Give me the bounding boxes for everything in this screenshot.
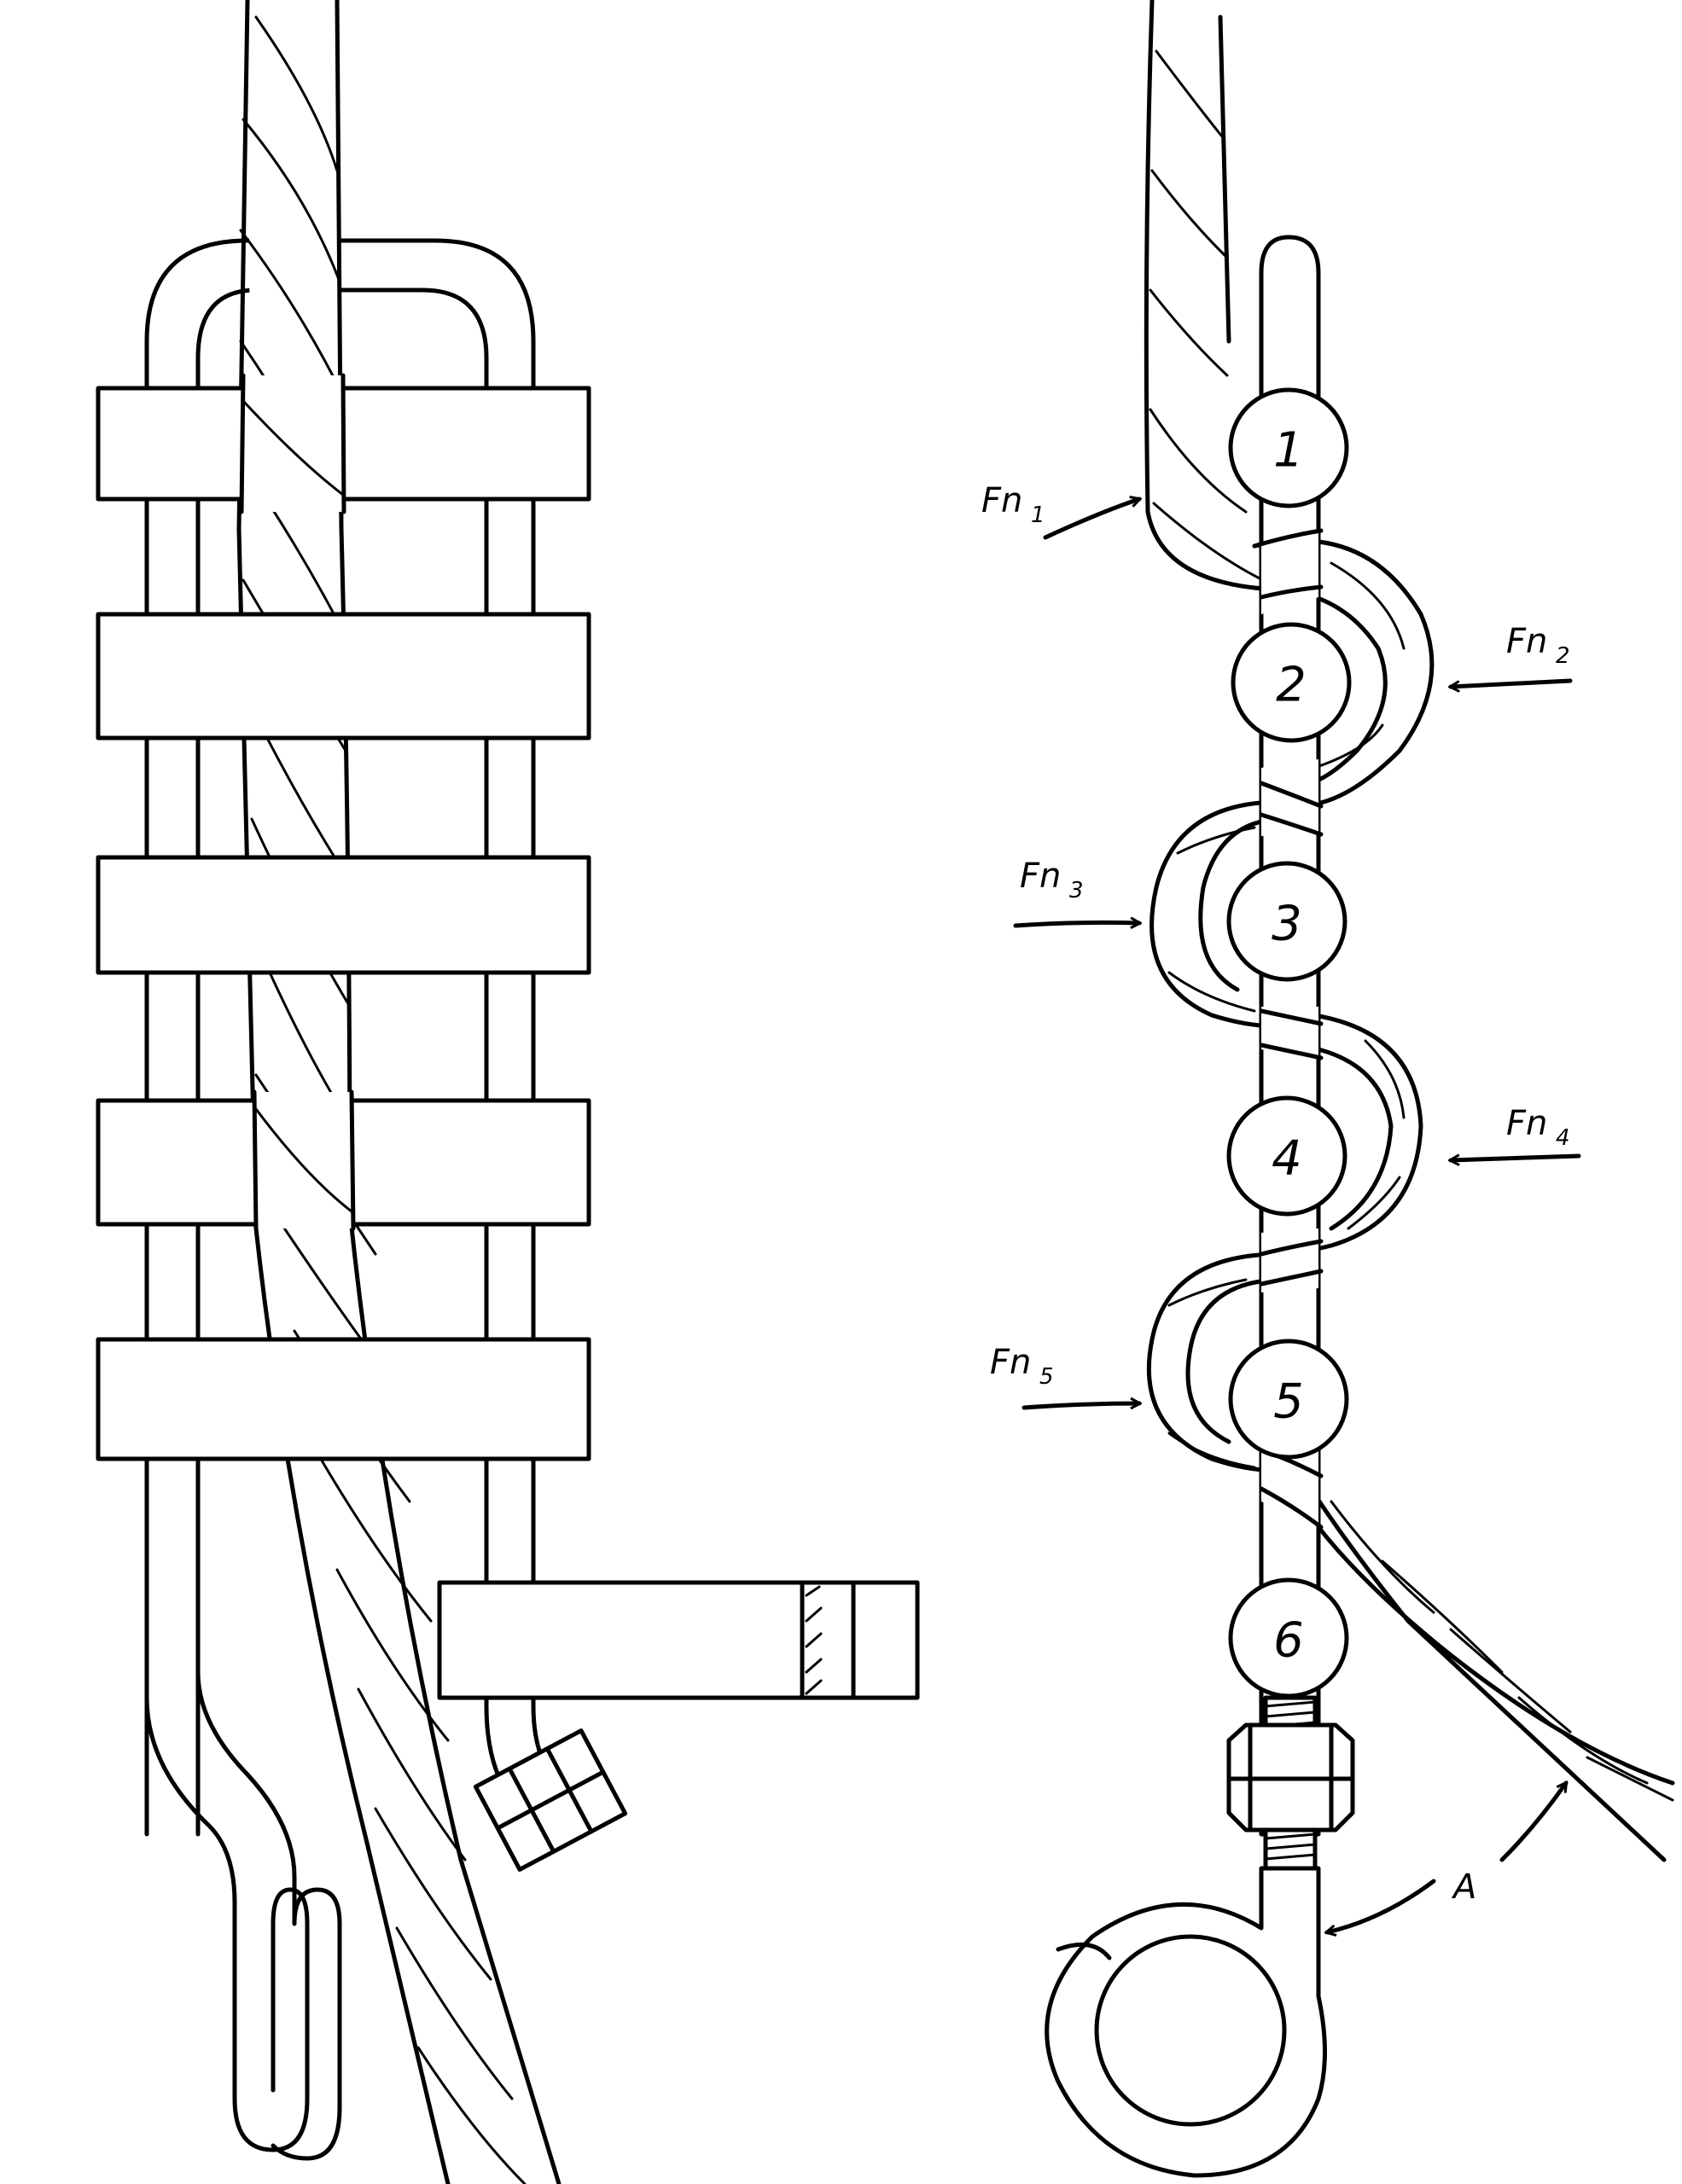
contact-6: 6 — [1228, 1577, 1349, 1699]
contact-2: 2 — [1231, 622, 1352, 743]
svg-text:1: 1 — [1031, 502, 1045, 528]
bracket-bar — [437, 1580, 920, 1700]
svg-text:1: 1 — [1273, 423, 1304, 479]
cable-front-crossings — [1252, 528, 1324, 1530]
hex-nut-right — [1226, 1722, 1355, 1833]
contact-4: 4 — [1226, 1095, 1347, 1217]
force-4-arrow — [1451, 1153, 1581, 1160]
svg-text:Fn: Fn — [1020, 857, 1061, 896]
lower-cable — [1295, 1465, 1675, 1862]
contact-1: 1 — [1228, 387, 1349, 508]
force-3-arrow — [1013, 922, 1139, 926]
svg-text:5: 5 — [1039, 1364, 1054, 1390]
force-5: Fn 5 — [990, 1343, 1139, 1410]
hex-nut-left — [473, 1728, 628, 1872]
svg-text:4: 4 — [1272, 1131, 1302, 1187]
svg-text:Fn: Fn — [1506, 622, 1547, 661]
contact-3: 3 — [1226, 861, 1347, 982]
angle-a-arrow-lower — [1327, 1879, 1436, 1932]
svg-text:2: 2 — [1556, 643, 1570, 669]
clamp-plate-2 — [96, 612, 591, 741]
eye-loop — [1045, 1866, 1327, 2178]
cable-bar-assembly: 1 2 3 4 5 6 Fn — [981, 0, 1675, 2178]
svg-text:3: 3 — [1272, 897, 1302, 952]
force-5-arrow — [1021, 1403, 1139, 1410]
svg-text:3: 3 — [1069, 878, 1084, 903]
angle-a: A — [1327, 1783, 1569, 1932]
angle-a-arrow-upper — [1499, 1783, 1569, 1862]
svg-text:5: 5 — [1273, 1374, 1304, 1430]
contact-points: 1 2 3 4 5 6 — [1226, 387, 1352, 1699]
rope-overlaps — [239, 373, 356, 1231]
force-1: Fn 1 — [981, 481, 1139, 540]
svg-text:Fn: Fn — [1506, 1104, 1547, 1143]
outer-u-rod — [144, 238, 536, 1837]
hook — [144, 1448, 310, 2152]
upper-cable — [1144, 0, 1266, 591]
force-3: Fn 3 — [1013, 857, 1139, 926]
svg-text:4: 4 — [1556, 1125, 1570, 1151]
svg-text:Fn: Fn — [981, 481, 1022, 520]
force-4: Fn 4 — [1451, 1104, 1581, 1160]
force-1-arrow — [1043, 499, 1139, 540]
svg-text:2: 2 — [1276, 658, 1307, 713]
angle-label: A — [1451, 1867, 1476, 1907]
svg-text:6: 6 — [1273, 1613, 1304, 1669]
clamp-plate-3 — [96, 855, 591, 975]
svg-text:Fn: Fn — [990, 1343, 1031, 1382]
clamp-assembly — [96, 0, 920, 2184]
force-2: Fn 2 — [1451, 622, 1573, 687]
contact-5: 5 — [1228, 1339, 1349, 1460]
clamp-plate-5 — [96, 1337, 591, 1461]
force-2-arrow — [1451, 678, 1573, 687]
